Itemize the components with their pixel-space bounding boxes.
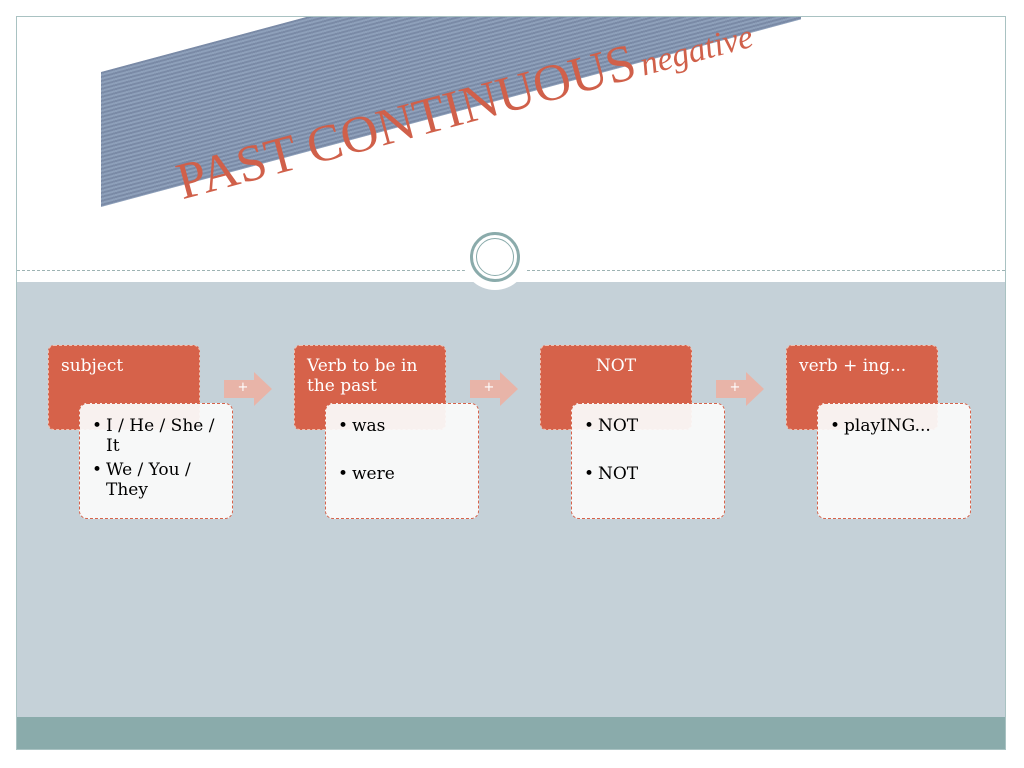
plus-label: +: [729, 380, 741, 395]
step-details: playING...: [817, 403, 971, 519]
step-details: was were: [325, 403, 479, 519]
step-details: I / He / She / It We / You / They: [79, 403, 233, 519]
plus-label: +: [237, 380, 249, 395]
plus-label: +: [483, 380, 495, 395]
plus-arrow-connector: +: [224, 372, 272, 406]
arrow-icon: [470, 372, 518, 406]
list-item: I / He / She / It: [92, 416, 222, 456]
list-item: playING...: [830, 416, 960, 436]
list-item: NOT: [584, 416, 714, 436]
list-item: We / You / They: [92, 460, 222, 500]
step-item-list: I / He / She / It We / You / They: [92, 416, 222, 500]
step-verb-to-be: Verb to be in the past was were: [294, 345, 479, 520]
arrow-icon: [224, 372, 272, 406]
list-item: were: [338, 464, 468, 484]
step-item-list: playING...: [830, 416, 960, 436]
step-item-list: was were: [338, 416, 468, 484]
plus-arrow-connector: +: [470, 372, 518, 406]
step-subject: subject I / He / She / It We / You / The…: [48, 345, 233, 520]
list-item: was: [338, 416, 468, 436]
medallion-ring: [470, 232, 520, 282]
step-details: NOT NOT: [571, 403, 725, 519]
plus-arrow-connector: +: [716, 372, 764, 406]
step-not: NOT NOT NOT: [540, 345, 725, 520]
footer-bar: [17, 717, 1005, 749]
divider-medallion: [462, 224, 528, 290]
list-item: NOT: [584, 464, 714, 484]
step-item-list: NOT NOT: [584, 416, 714, 484]
arrow-icon: [716, 372, 764, 406]
step-verb-ing: verb + ing... playING...: [786, 345, 971, 520]
